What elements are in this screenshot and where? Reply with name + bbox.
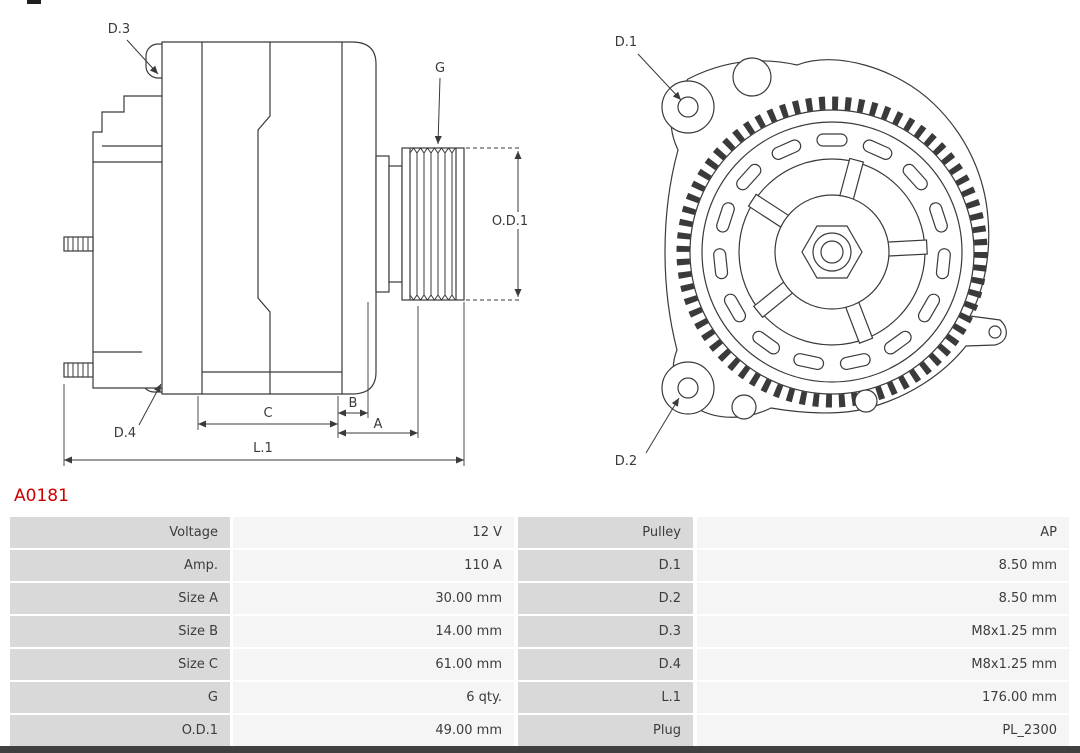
spec-label: G: [10, 682, 230, 713]
rear-view: D.1 D.2: [615, 35, 1007, 469]
mount-hole-d2: [677, 377, 699, 399]
spec-value: 49.00 mm: [233, 715, 514, 746]
spec-label: Size B: [10, 616, 230, 647]
rear-bracket: [92, 95, 162, 389]
d4-label: D.4: [114, 426, 136, 441]
spec-row: Size A 30.00 mm D.2 8.50 mm: [10, 583, 1069, 614]
spec-row: G 6 qty. L.1 176.00 mm: [10, 682, 1069, 713]
spec-label: Size A: [10, 583, 230, 614]
spec-value: 14.00 mm: [233, 616, 514, 647]
page-edge-mark: [27, 0, 41, 4]
spec-row: Size C 61.00 mm D.4 M8x1.25 mm: [10, 649, 1069, 680]
cooling-ribs: [676, 96, 988, 408]
dim-c-label: C: [263, 406, 272, 421]
spec-label: Plug: [518, 715, 693, 746]
spec-table: Voltage 12 V Pulley AP Amp. 110 A D.1 8.…: [10, 517, 1069, 748]
spec-value: 6 qty.: [233, 682, 514, 713]
spec-row: Voltage 12 V Pulley AP: [10, 517, 1069, 548]
threaded-stud-top: [63, 236, 94, 252]
spec-label: D.1: [518, 550, 693, 581]
spec-label: D.4: [518, 649, 693, 680]
mount-hole-d1: [677, 96, 699, 118]
dim-b-label: B: [349, 396, 358, 411]
spec-value: AP: [697, 517, 1069, 548]
spec-value: M8x1.25 mm: [697, 616, 1069, 647]
threaded-stud-bottom: [63, 362, 94, 378]
alternator-body: [161, 41, 377, 395]
pulley: [401, 147, 465, 301]
d3-label: D.3: [108, 22, 130, 37]
spec-row: Amp. 110 A D.1 8.50 mm: [10, 550, 1069, 581]
spec-label: Amp.: [10, 550, 230, 581]
spec-label: Pulley: [518, 517, 693, 548]
spec-label: D.3: [518, 616, 693, 647]
spec-label: L.1: [518, 682, 693, 713]
spec-value: 30.00 mm: [233, 583, 514, 614]
spec-value: 8.50 mm: [697, 550, 1069, 581]
spec-value: M8x1.25 mm: [697, 649, 1069, 680]
spec-value: 61.00 mm: [233, 649, 514, 680]
spec-value: 8.50 mm: [697, 583, 1069, 614]
spec-value: 176.00 mm: [697, 682, 1069, 713]
spec-label: Size C: [10, 649, 230, 680]
side-view: O.D.1 D.3 G D.4 C B A L.1: [63, 22, 533, 466]
spec-row: Size B 14.00 mm D.3 M8x1.25 mm: [10, 616, 1069, 647]
spec-value: 110 A: [233, 550, 514, 581]
spec-label: Voltage: [10, 517, 230, 548]
bottom-bar: [0, 746, 1080, 753]
spec-row: O.D.1 49.00 mm Plug PL_2300: [10, 715, 1069, 746]
d1-label: D.1: [615, 35, 637, 50]
dim-a-label: A: [374, 417, 383, 432]
spec-label: O.D.1: [10, 715, 230, 746]
spec-value: PL_2300: [697, 715, 1069, 746]
d2-label: D.2: [615, 454, 637, 469]
spec-value: 12 V: [233, 517, 514, 548]
part-number: A0181: [14, 486, 69, 506]
dim-l1-label: L.1: [253, 441, 273, 456]
alternator-diagram-svg: O.D.1 D.3 G D.4 C B A L.1: [63, 22, 1007, 469]
od1-label: O.D.1: [492, 214, 528, 229]
technical-drawing: O.D.1 D.3 G D.4 C B A L.1: [63, 22, 1007, 469]
g-label: G: [435, 61, 445, 76]
spec-label: D.2: [518, 583, 693, 614]
